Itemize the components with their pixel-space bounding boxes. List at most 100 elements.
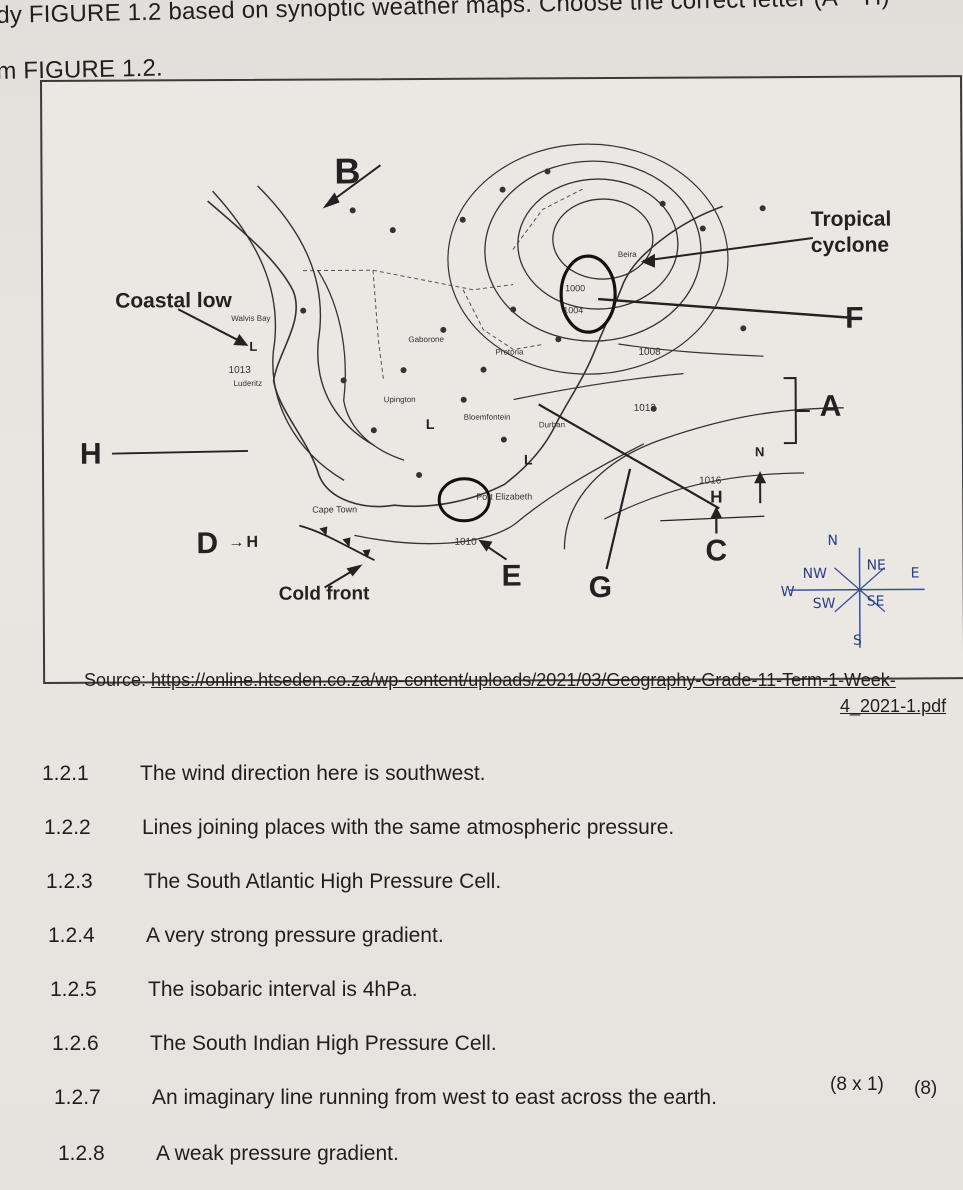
label-C: C	[705, 534, 728, 568]
question-number: 1.2.6	[52, 1032, 99, 1055]
question-number: 1.2.4	[48, 924, 95, 947]
label-A: A	[819, 389, 842, 423]
isobar	[354, 443, 645, 545]
compass-ns-line	[858, 547, 861, 648]
label-H: H	[79, 437, 102, 471]
border-line	[512, 188, 583, 250]
compass-diagonal	[834, 567, 885, 613]
arrow-head	[710, 506, 723, 519]
compass-we-line	[789, 588, 925, 591]
label-B: B	[334, 150, 361, 192]
city-label: Upington	[384, 395, 416, 404]
question-1-2-5: 1.2.5 The isobaric interval is 4hPa.	[50, 978, 418, 1002]
city-label: Port Elizabeth	[476, 491, 532, 501]
label-cold-front: Cold front	[278, 583, 370, 605]
figure-source: Source: https://online.htseden.co.za/wp-…	[84, 670, 896, 691]
marks-calculation: (8 x 1)	[830, 1074, 884, 1095]
cyclone-isobar	[517, 178, 679, 310]
city-label: Walvis Bay	[231, 314, 270, 323]
arrow-head	[478, 539, 493, 552]
arrow-head	[754, 471, 767, 484]
question-text: Lines joining places with the same atmos…	[142, 816, 675, 839]
isobar-value: 1000	[565, 283, 585, 293]
label-N-small: N	[754, 444, 765, 460]
question-number: 1.2.8	[58, 1142, 105, 1165]
question-number: 1.2.7	[54, 1086, 101, 1109]
question-number: 1.2.2	[44, 816, 91, 839]
cyclone-isobar	[447, 143, 729, 375]
question-1-2-6: 1.2.6 The South Indian High Pressure Cell…	[52, 1032, 497, 1056]
question-number: 1.2.5	[50, 978, 97, 1001]
city-label: Cape Town	[312, 504, 357, 514]
city-label: Luderitz	[234, 379, 263, 388]
arrow-G-line2	[605, 468, 632, 570]
isobar	[604, 472, 805, 520]
arrow-coastal-low	[177, 308, 244, 344]
cyclone-isobar	[484, 160, 702, 342]
label-D: D	[196, 527, 219, 561]
isobar-value: 1016	[699, 475, 722, 486]
source-url-tail[interactable]: 4_2021-1.pdf	[840, 696, 947, 716]
arrow-tropical-cyclone	[642, 236, 813, 262]
label-tropical-cyclone-line2: cyclone	[810, 233, 890, 257]
compass-sw: SW	[812, 595, 836, 612]
synoptic-map-drawing: 1008 1012 1016 1010 1013 1000 1004 Cape …	[111, 143, 925, 648]
label-H-small: H	[710, 487, 723, 507]
source-label: Source:	[84, 670, 152, 690]
cyclone-isobar	[552, 198, 654, 280]
question-text: A weak pressure gradient.	[156, 1142, 399, 1165]
cold-front-triangle	[342, 537, 351, 548]
city-label: Beira	[618, 250, 637, 259]
arrow-head	[346, 564, 363, 577]
label-F: F	[845, 301, 864, 335]
compass-e: E	[910, 565, 920, 582]
source-url[interactable]: https://online.htseden.co.za/wp-content/…	[151, 670, 896, 690]
label-L-inland: L	[425, 415, 435, 432]
isobar	[257, 185, 375, 446]
label-E: E	[501, 559, 522, 593]
isobar	[513, 373, 684, 401]
question-1-2-3: 1.2.3 The South Atlantic High Pressure Ce…	[46, 870, 501, 894]
question-text: The wind direction here is southwest.	[140, 762, 486, 785]
arrow-head	[233, 333, 249, 346]
cold-front-triangle	[319, 526, 328, 536]
isobar	[212, 190, 345, 482]
isobar-value: 1012	[634, 403, 657, 414]
weather-station-symbols	[300, 168, 766, 479]
question-1-2-4: 1.2.4 A very strong pressure gradient.	[48, 924, 444, 948]
question-number: 1.2.1	[42, 762, 89, 785]
circled-port-elizabeth	[437, 477, 491, 523]
compass-se: SE	[866, 593, 885, 610]
city-label: Pretoria	[495, 347, 524, 356]
isobar	[563, 407, 844, 550]
isobar-value: 1010	[454, 537, 477, 548]
question-1-2-1: 1.2.1 The wind direction here is southwes…	[42, 762, 486, 786]
question-text: The South Indian High Pressure Cell.	[150, 1032, 497, 1055]
coastline	[207, 200, 723, 508]
isobar	[317, 270, 405, 461]
compass-n: N	[827, 532, 838, 549]
arrow-G-line1	[538, 403, 720, 510]
city-label: Bloemfontein	[464, 413, 511, 422]
cold-front-line	[299, 524, 375, 562]
label-D-H: H	[246, 533, 259, 551]
question-1-2-2: 1.2.2 Lines joining places with the same …	[44, 816, 674, 840]
question-text: The isobaric interval is 4hPa.	[148, 978, 418, 1001]
isobar-value: 1004	[563, 305, 583, 315]
line-H	[111, 450, 248, 455]
question-text: The South Atlantic High Pressure Cell.	[144, 870, 502, 893]
label-G: G	[588, 571, 613, 605]
city-label: Durban	[539, 420, 565, 429]
compass-s: S	[852, 632, 862, 649]
city-label: Gaborone	[408, 335, 444, 344]
cold-front-triangle	[362, 549, 371, 559]
marks-total: (8)	[914, 1078, 938, 1099]
question-text: An imaginary line running from west to e…	[152, 1086, 717, 1109]
border-line	[462, 289, 544, 351]
label-L-coastal: L	[249, 338, 258, 354]
isobar	[618, 343, 764, 357]
isobar-value: 1008	[638, 347, 661, 358]
question-text: A very strong pressure gradient.	[146, 924, 444, 947]
question-number: 1.2.3	[46, 870, 93, 893]
